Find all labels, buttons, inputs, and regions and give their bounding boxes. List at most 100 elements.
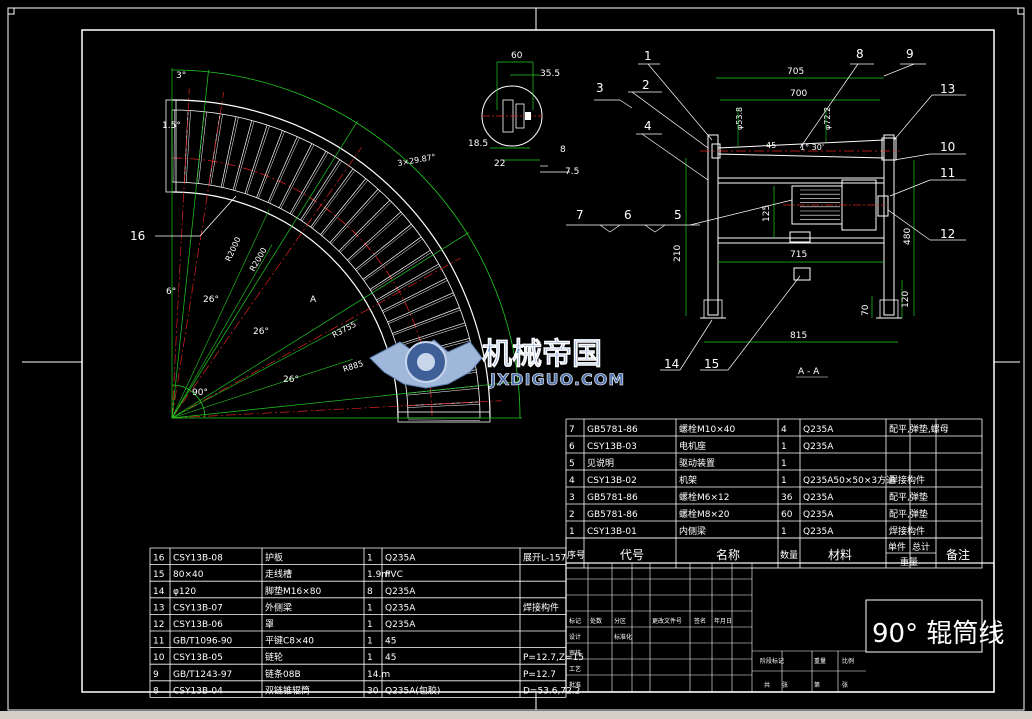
angle-label-26b: 26° — [253, 327, 269, 337]
dim-120: 120 — [901, 291, 911, 308]
dim-phi-53: φ53.8 — [735, 107, 744, 130]
upper-cell-name: 内侧梁 — [679, 525, 706, 537]
sign-label: 标记 — [569, 617, 581, 625]
roller-line — [340, 201, 392, 253]
roller-line — [232, 120, 253, 191]
detail-dim-label-35-5: 35.5 — [540, 69, 560, 79]
upper-cell-qty: 36 — [781, 493, 793, 503]
dim-125: 125 — [762, 205, 772, 222]
callout-12: 12 — [940, 227, 955, 241]
radius-leader — [171, 209, 270, 419]
upper-cell-no: 1 — [569, 527, 575, 537]
leader-13 — [893, 94, 933, 141]
lower-cell-material: 45 — [385, 637, 396, 647]
logo-gear-hub — [417, 353, 435, 371]
roller-line — [388, 294, 455, 324]
jxdiguo-watermark: 机械帝国 JXDIGUO.COM — [369, 337, 625, 389]
sign-label: 设计 — [569, 633, 581, 641]
leader-12 — [887, 209, 931, 241]
upper-header-label: 材料 — [828, 548, 852, 562]
sign-label: 阶段标记 — [760, 657, 784, 665]
upper-cell-qty: 1 — [781, 476, 787, 486]
upper-cell-material: Q235A50×50×3方通 — [803, 474, 895, 486]
roller-line — [310, 168, 354, 228]
roller-line — [267, 136, 298, 203]
roller-line — [392, 307, 460, 334]
leader-11 — [889, 179, 931, 197]
upper-cell-no: 7 — [569, 425, 575, 435]
radius-leader — [171, 244, 273, 419]
callout-10: 10 — [940, 140, 955, 154]
lower-cell-no: 16 — [153, 554, 165, 564]
callout-5: 5 — [674, 208, 682, 222]
radial-dimension-line — [171, 120, 358, 419]
lower-cell-note: D=53.6,72.2 — [523, 686, 580, 696]
leader-6-mark — [644, 224, 666, 233]
horizontal-scrollbar[interactable] — [0, 711, 1032, 719]
upper-cell-name: 机架 — [679, 474, 697, 486]
angle-label-6: 6° — [166, 287, 176, 297]
lower-cell-no: 14 — [153, 587, 165, 597]
callout-1: 1 — [644, 49, 652, 63]
upper-cell-code: GB5781-86 — [587, 425, 638, 435]
sign-label: 共 — [764, 681, 770, 689]
upper-cell-note: 配平,弹垫,螺母 — [889, 423, 949, 435]
roller-line — [396, 322, 466, 346]
leader-16b — [199, 195, 237, 237]
roller-line — [383, 280, 448, 313]
upper-cell-note: 配平,弹垫 — [889, 491, 928, 503]
lower-cell-no: 10 — [153, 653, 165, 663]
upper-cell-code: 见说明 — [587, 457, 614, 469]
lower-cell-qty: 1 — [367, 653, 373, 663]
roller-end-left — [711, 143, 721, 159]
lower-cell-no: 11 — [153, 637, 164, 647]
roller-line — [363, 238, 423, 282]
lower-cell-material: Q235A(包胶) — [385, 684, 440, 696]
sign-label: 批准 — [569, 681, 581, 689]
upper-header-label: 数量 — [780, 549, 798, 561]
angle-label-1-5: 1.5° — [162, 121, 181, 131]
lower-cell-qty: 14.m — [367, 670, 390, 680]
leader-7-mark — [599, 224, 621, 233]
sprocket-end — [881, 137, 897, 161]
upper-header-label: 总计 — [912, 541, 930, 553]
upper-cell-note: 焊接构件 — [889, 525, 925, 537]
outer-frame — [7, 7, 1025, 711]
upper-cell-code: CSY13B-01 — [587, 527, 637, 537]
roller-line — [356, 225, 414, 272]
upper-cell-material: Q235A — [803, 493, 834, 503]
sign-label: 标准化 — [614, 633, 632, 641]
lower-cell-note: 展开L-157 — [523, 553, 566, 564]
radial-dimension-line — [171, 69, 209, 419]
roller-line — [321, 180, 368, 236]
lower-cell-qty: 1 — [367, 554, 373, 564]
roller-line — [244, 124, 268, 194]
end-section-top — [165, 99, 177, 193]
upper-header-label: 备注 — [946, 547, 970, 562]
lower-cell-qty: 1.9m — [367, 570, 390, 580]
roller-line — [369, 249, 431, 290]
logo-cn: 机械帝国 — [482, 337, 602, 372]
tapered-roller — [717, 139, 885, 159]
callout-8: 8 — [856, 47, 864, 61]
dim-phi-72: φ72.2 — [823, 107, 832, 130]
upper-cell-code: GB5781-86 — [587, 493, 638, 503]
sign-label: 处数 — [590, 617, 602, 625]
radius-leader — [171, 319, 358, 419]
roller-line — [392, 309, 461, 336]
callout-14: 14 — [664, 357, 679, 371]
radial-dimension-line — [171, 232, 470, 419]
lower-cell-name: 链轮 — [265, 651, 283, 663]
lower-cell-no: 9 — [153, 670, 159, 680]
roller-line — [406, 388, 479, 396]
leader-1 — [647, 63, 713, 141]
drive-sprocket — [877, 195, 889, 217]
radial-centerline — [171, 400, 502, 419]
roller-line — [331, 190, 381, 245]
lower-cell-note: 焊接构件 — [523, 601, 559, 613]
leader-4 — [641, 133, 709, 181]
roller-line — [258, 131, 285, 199]
lower-cell-qty: 1 — [367, 637, 373, 647]
